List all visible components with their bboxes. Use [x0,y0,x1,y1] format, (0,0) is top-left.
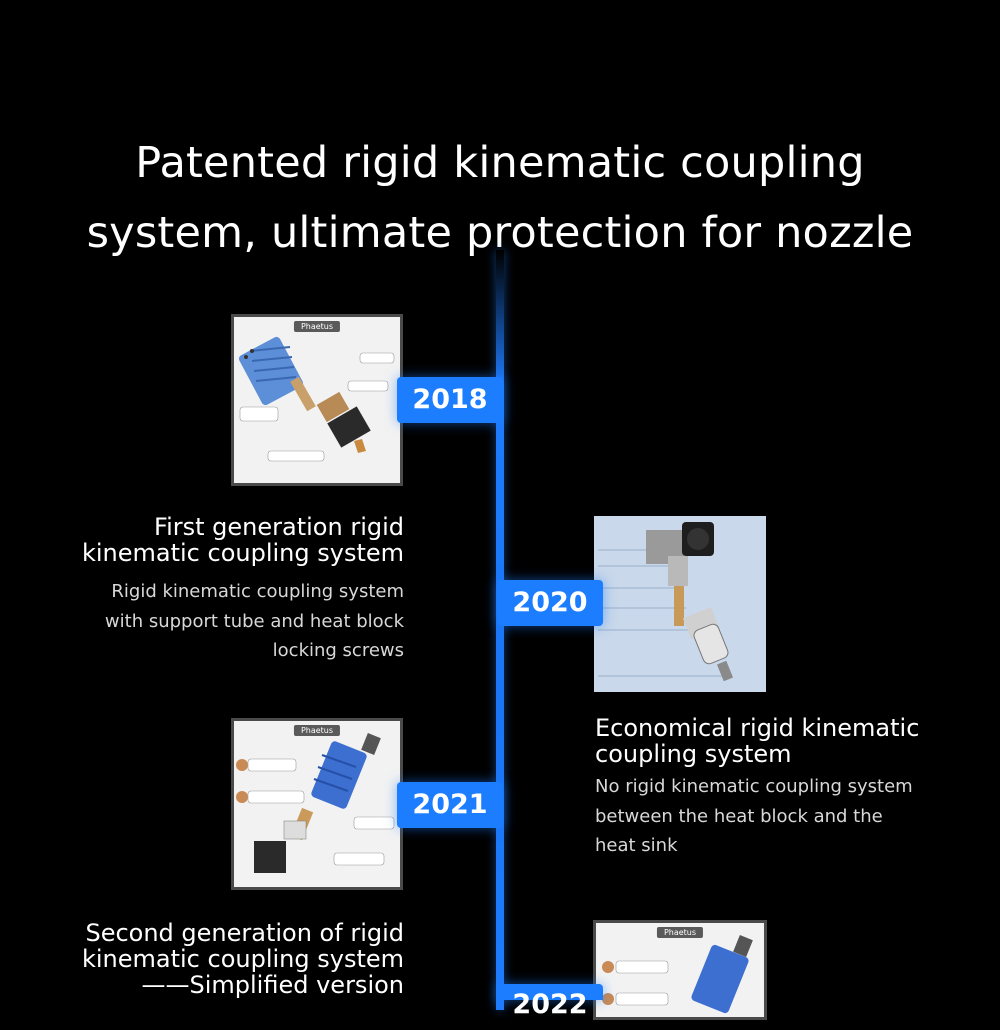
item-title-2021: Second generation of rigid kinematic cou… [82,920,404,998]
year-2022-label: 2022 [512,989,588,1020]
title-2020-line-2: coupling system [595,740,792,768]
desc-2018-line-2: with support tube and heat block [104,610,404,632]
item-description-2018: Rigid kinematic coupling system with sup… [105,577,404,666]
title-2018-line-1: First generation rigid [154,513,404,541]
title-2021-line-1: Second generation of rigid [85,919,404,947]
headline-line-1: Patented rigid kinematic coupling [135,138,865,188]
item-title-2020: Economical rigid kinematic coupling syst… [595,715,919,767]
year-badge-2020: 2020 [497,580,603,626]
brand-logo-2022: Phaetus [656,927,704,938]
year-badge-2022: 2022 [497,984,603,1020]
hotend-illustration-2021 [236,733,395,873]
headline-line-2: system, ultimate protection for nozzle [86,208,914,258]
title-2020-line-1: Economical rigid kinematic [595,714,920,742]
desc-2018-line-1: Rigid kinematic coupling system [111,581,404,602]
thumbnail-2021: Phaetus [231,718,403,890]
hotend-illustration-2020 [598,522,734,682]
brand-logo-2021: Phaetus [293,725,341,736]
timeline-line [496,250,504,1010]
item-description-2020: No rigid kinematic coupling system betwe… [595,772,913,861]
year-badge-2018: 2018 [397,377,503,423]
thumbnail-2022: Phaetus [593,920,767,1020]
thumbnail-2020 [594,516,766,692]
year-badge-2021: 2021 [397,782,503,828]
desc-2020-line-3: heat sink [595,835,678,856]
page-headline: Patented rigid kinematic coupling system… [0,128,1000,268]
desc-2020-line-1: No rigid kinematic coupling system [595,776,913,797]
title-2021-line-3: ——Simplified version [141,971,405,999]
desc-2020-line-2: between the heat block and the [595,805,883,827]
desc-2018-line-3: locking screws [272,640,404,661]
thumbnail-2018: Phaetus [231,314,403,486]
title-2018-line-2: kinematic coupling system [81,539,404,567]
item-title-2018: First generation rigid kinematic couplin… [82,514,404,566]
hotend-illustration-2018 [238,336,395,462]
hotend-illustration-2022 [602,935,753,1014]
title-2021-line-2: kinematic coupling system [81,945,404,973]
brand-logo-2018: Phaetus [293,321,341,332]
